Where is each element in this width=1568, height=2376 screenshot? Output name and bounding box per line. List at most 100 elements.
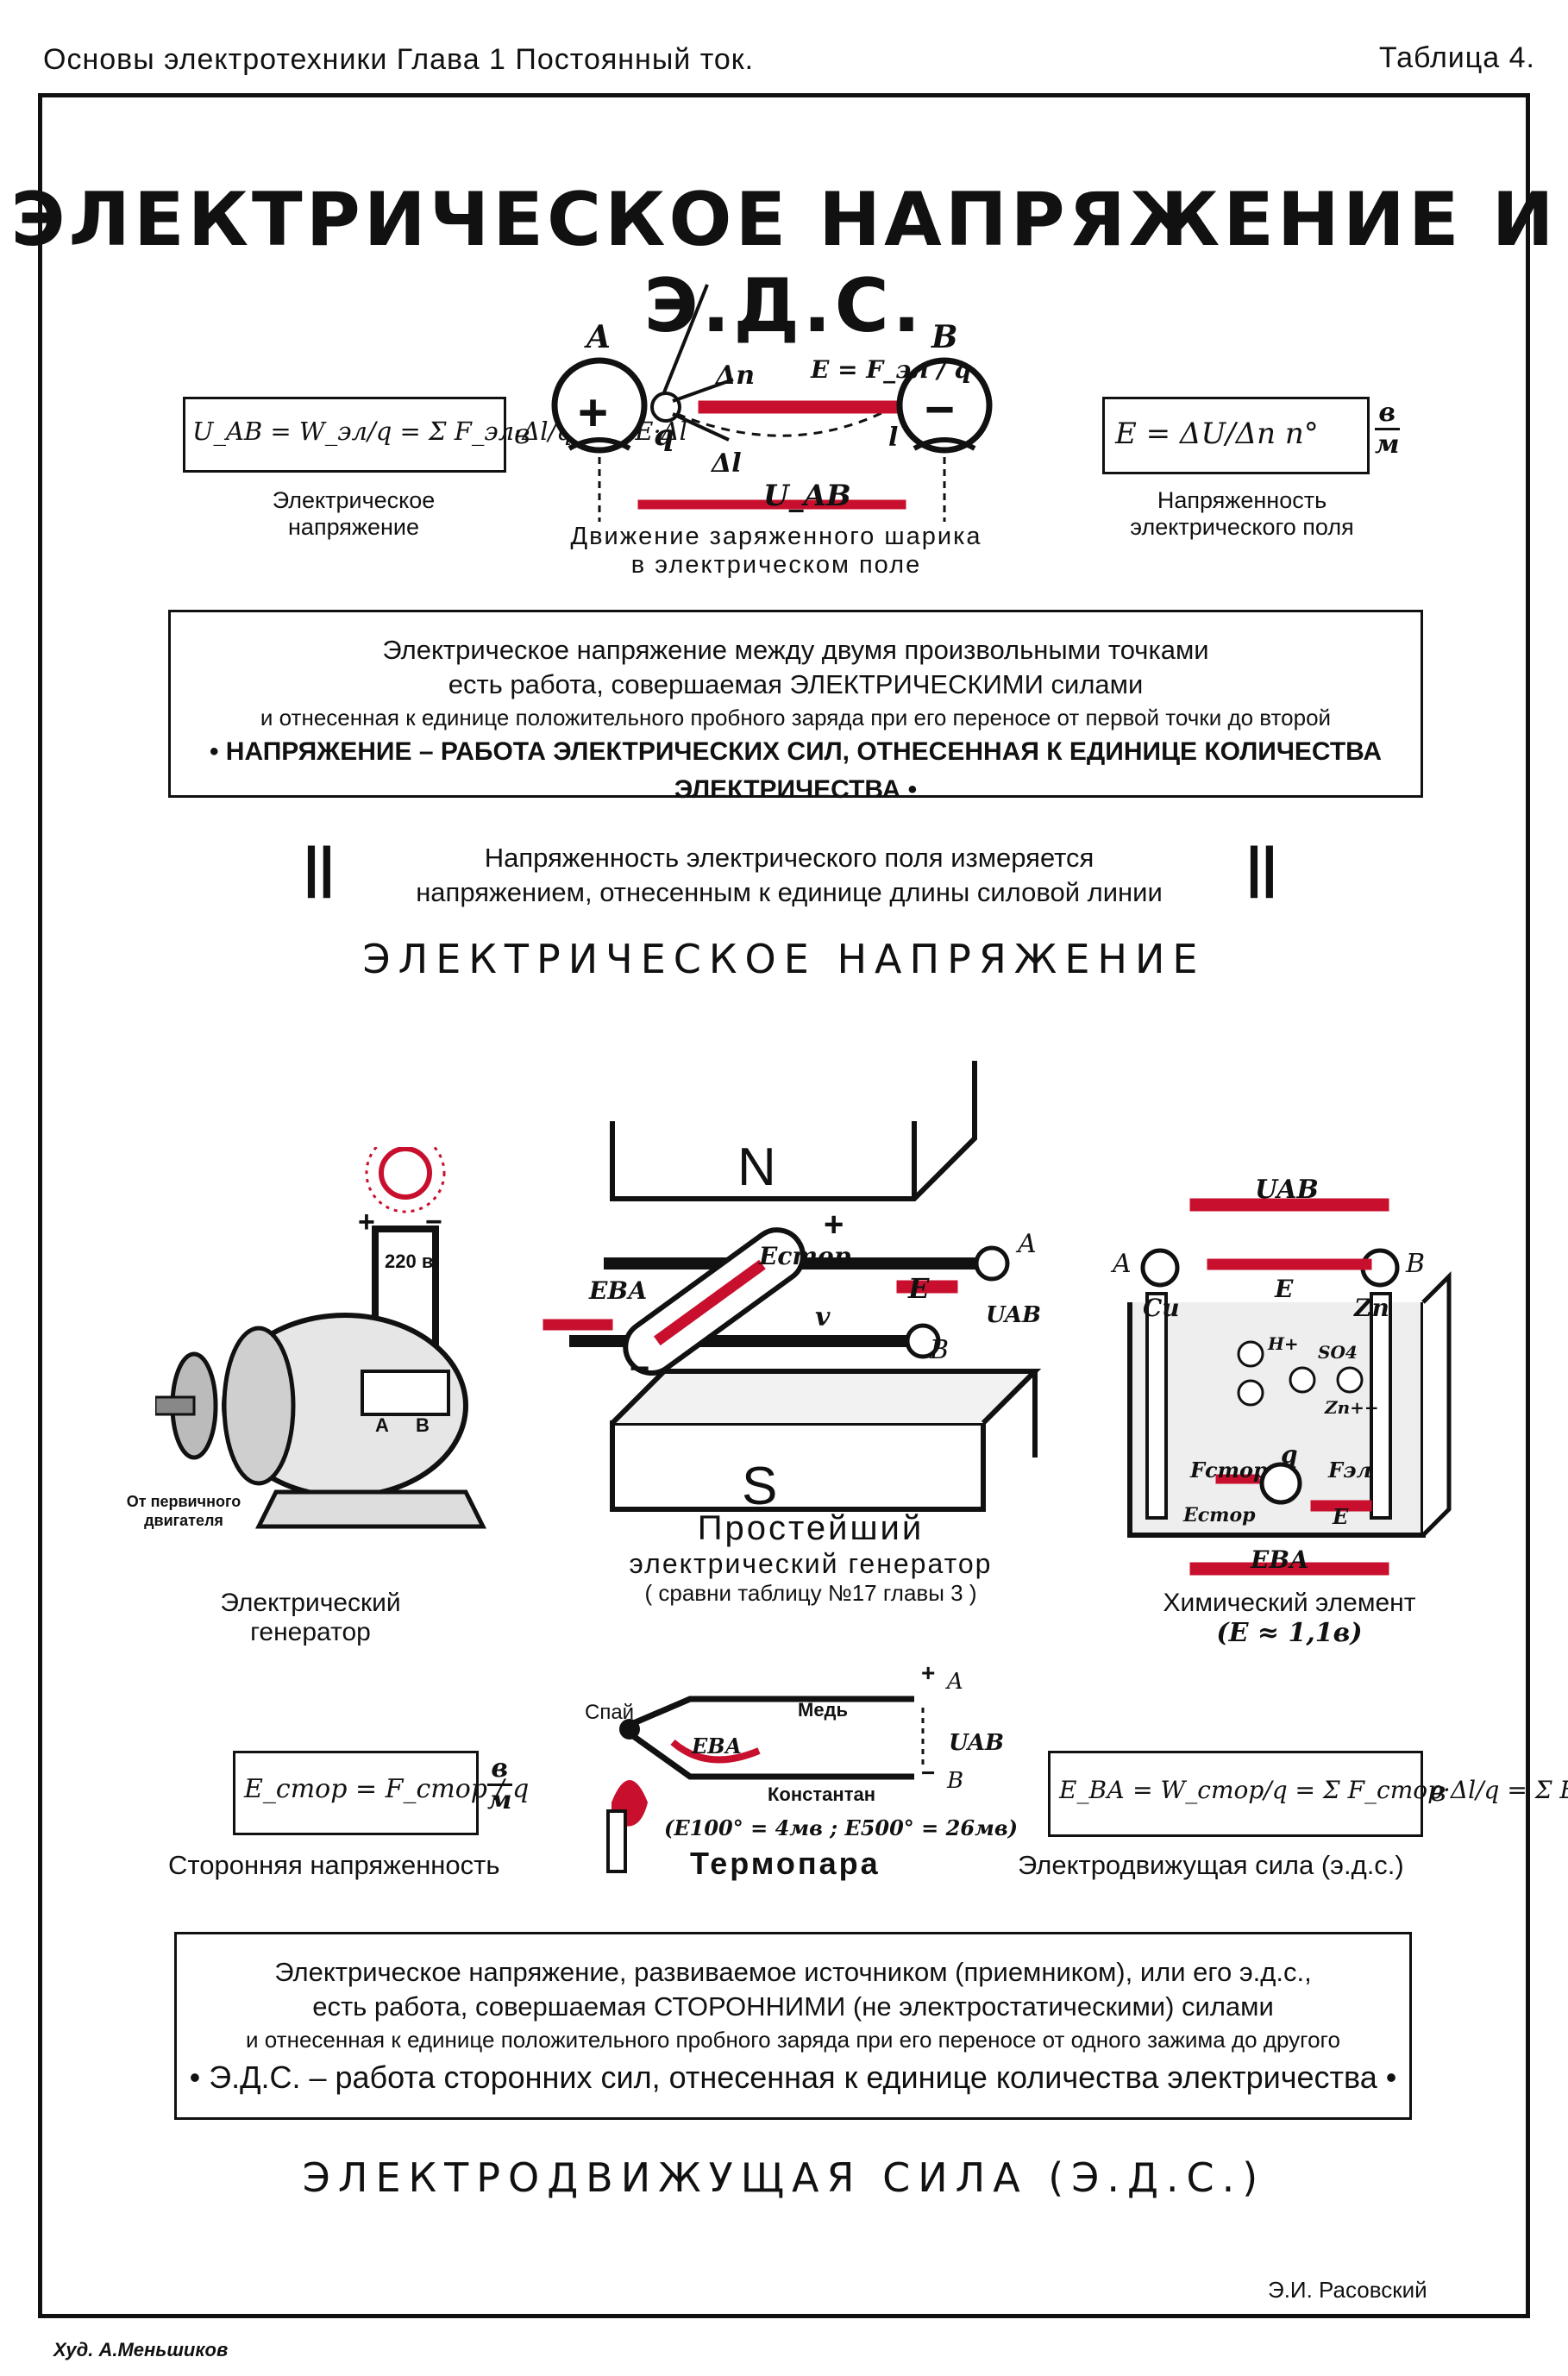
terminal-board — [361, 1370, 450, 1416]
thermo-label-EBA: ЕВА — [692, 1733, 743, 1758]
uab-arrow — [637, 499, 906, 510]
page-frame — [38, 93, 1530, 2318]
pole-N: N — [737, 1138, 776, 1197]
cell-label-Zn-ion: Zn++ — [1325, 1397, 1379, 1418]
cell-label-F-el: Fэл — [1328, 1458, 1372, 1483]
lamp-plus: + — [358, 1206, 375, 1238]
lamp — [379, 1147, 432, 1200]
cell-label-E-bottom: E — [1333, 1504, 1349, 1529]
minus-sign: − — [925, 380, 956, 438]
thermo-label-UAB: UAB — [949, 1730, 1005, 1756]
cell-label-E: E — [1275, 1275, 1294, 1303]
eba-arrow-thermo — [670, 1739, 761, 1764]
electric-generator-drawing — [155, 1147, 487, 1529]
lamp-minus: − — [425, 1206, 442, 1238]
label-E-stor: Eстор — [759, 1242, 851, 1270]
label-copper: Медь — [798, 1699, 849, 1721]
field-line — [661, 284, 709, 398]
field-unit: в м — [1375, 398, 1400, 460]
pole-S: S — [742, 1457, 778, 1516]
thermo-plus: + — [921, 1659, 936, 1686]
emf-definition-box: Электрическое напряжение, развиваемое ис… — [174, 1932, 1412, 2120]
field-arrow-top — [698, 400, 898, 414]
field-note: Напряженность электрического поля измеря… — [416, 843, 1163, 907]
dl-vector — [672, 412, 730, 442]
label-constantan: Константан — [768, 1784, 875, 1805]
bar-left: || — [304, 836, 335, 898]
constantan-wire — [627, 1731, 914, 1780]
lamp-voltage: 220 в — [385, 1251, 434, 1272]
bar-right: || — [1246, 836, 1277, 898]
cell-label-UAB: UAB — [1255, 1175, 1319, 1205]
label-q: q — [654, 418, 674, 453]
voltage-definition-box: Электрическое напряжение между двумя про… — [168, 610, 1423, 804]
chem-cell-caption: Химический элемент (Е ≈ 1,1в) — [1163, 1589, 1416, 1648]
thermo-minus: − — [921, 1759, 936, 1786]
ball-caption: Движение заряженного шарика в электричес… — [570, 523, 982, 579]
cell-label-q: q — [1281, 1440, 1298, 1469]
ball-B — [896, 357, 993, 454]
label-A-gen: A — [1018, 1229, 1037, 1259]
thermo-values: (Е100° = 4мв ; Е500° = 26мв) — [664, 1815, 1018, 1840]
label-v: v — [815, 1302, 831, 1332]
header-right: Таблица 4. — [1378, 41, 1535, 74]
simple-generator-caption: Простейший электрический генератор ( сра… — [629, 1509, 993, 1606]
section-voltage-heading: ЭЛЕКТРИЧЕСКОЕ НАПРЯЖЕНИЕ — [362, 936, 1206, 982]
third-party-unit: в м — [487, 1753, 512, 1815]
generator-caption: Электрический генератор — [220, 1589, 401, 1646]
rod-plus: + — [824, 1206, 844, 1244]
thermo-label-A: A — [947, 1669, 963, 1695]
dn-vector — [672, 378, 734, 403]
cell-test-charge — [1259, 1462, 1302, 1505]
cell-label-SO4: SO4 — [1318, 1342, 1358, 1363]
section-emf-heading: ЭЛЕКТРОДВИЖУЩАЯ СИЛА (Э.Д.С.) — [302, 2154, 1266, 2201]
motor-label: От первичного двигателя — [126, 1493, 241, 1529]
simple-generator-diagram — [543, 1061, 1042, 1512]
chemical-cell-diagram — [1127, 1198, 1452, 1576]
label-A: A — [586, 319, 611, 355]
rod-minus: − — [630, 1350, 650, 1388]
third-party-formula-box: E_стор = F_стор / q — [233, 1751, 529, 1835]
author: Э.И. Расовский — [1268, 2277, 1427, 2303]
eba-arrow-cell — [1189, 1562, 1389, 1576]
cell-label-EBA: ЕВА — [1251, 1545, 1309, 1574]
cell-label-E-stor: Eстор — [1183, 1504, 1256, 1527]
terminal-A: A — [375, 1414, 389, 1436]
label-dl: Δl — [712, 448, 742, 479]
page-title: ЭЛЕКТРИЧЕСКОЕ НАПРЯЖЕНИЕ И Э.Д.С. — [10, 177, 1558, 349]
cell-label-B: B — [1406, 1249, 1426, 1279]
emf-formula-box: Е_ВА = W_стор/q = Σ F_стор·Δl/q = Σ E·Δl — [1048, 1751, 1568, 1837]
cell-label-Zn: Zn — [1354, 1294, 1389, 1322]
field-formula-box: E = ΔU/Δn n° — [1102, 397, 1370, 474]
voltage-caption: Электрическое напряжение — [272, 487, 436, 540]
third-party-caption: Сторонняя напряженность — [168, 1850, 500, 1880]
label-E-BA: ЕВА — [589, 1276, 648, 1305]
third-party-formula: E_стор = F_стор / q — [244, 1774, 530, 1804]
magnet-N — [610, 1061, 977, 1201]
charged-ball-diagram — [551, 284, 993, 522]
artist: Худ. А.Меньшиков — [53, 2339, 229, 2360]
electrode-Cu — [1145, 1292, 1168, 1520]
label-E-field: E — [908, 1272, 930, 1305]
thermocouple-diagram — [606, 1696, 925, 1873]
field-formula: E = ΔU/Δn n° — [1115, 417, 1319, 451]
copper-wire — [628, 1696, 914, 1728]
label-dn: Δn — [716, 360, 756, 391]
cell-label-H: H+ — [1268, 1333, 1299, 1354]
voltage-unit: в — [514, 417, 530, 450]
emf-formula: Е_ВА = W_стор/q = Σ F_стор·Δl/q = Σ E·Δl — [1059, 1776, 1568, 1804]
label-uab: U_AB — [763, 479, 851, 513]
label-B-gen: B — [930, 1335, 950, 1365]
uab-arrow-cell — [1189, 1198, 1389, 1212]
label-l: l — [888, 423, 899, 453]
plus-sign: + — [578, 384, 609, 442]
emf-unit: в — [1430, 1775, 1446, 1808]
path-line — [676, 404, 898, 437]
electrode-Zn — [1370, 1292, 1392, 1520]
label-B: B — [931, 319, 958, 355]
generator-base — [254, 1489, 487, 1529]
cell-label-F-stor: Fстор — [1190, 1458, 1268, 1483]
junction — [619, 1719, 640, 1740]
cell-label-A: A — [1113, 1249, 1132, 1279]
voltage-formula-box: U_AB = W_эл/q = Σ F_эл·Δl/q = Σ E·Δl — [183, 397, 687, 473]
